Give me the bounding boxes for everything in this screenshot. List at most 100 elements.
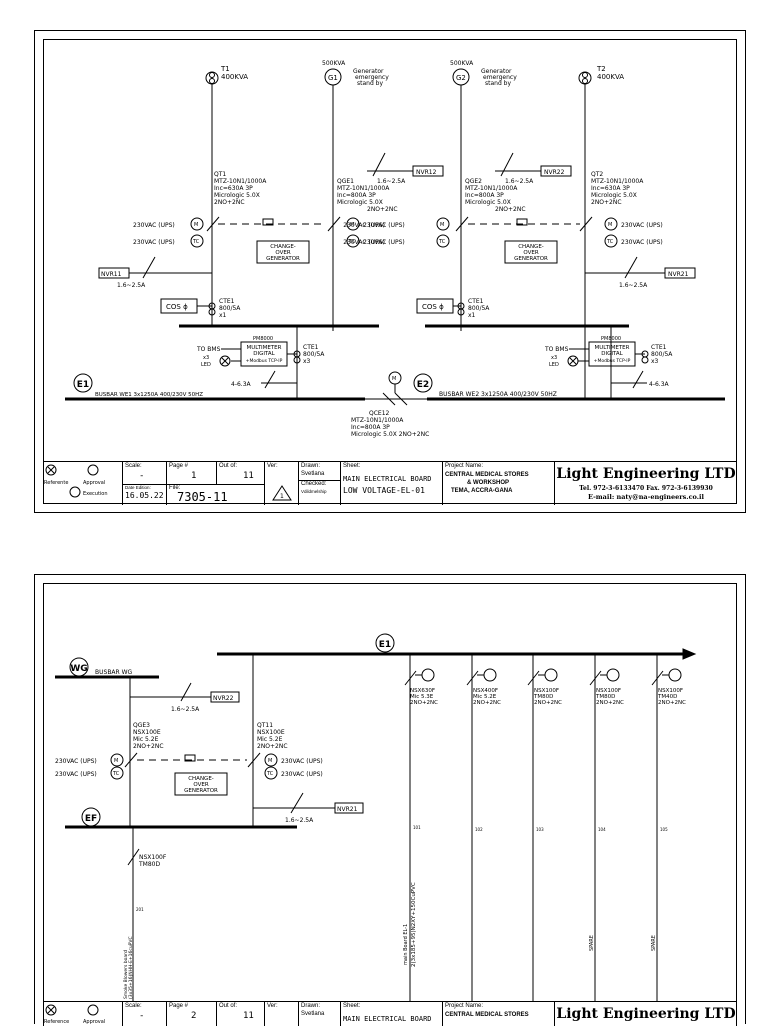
drawn-value: Svetlana xyxy=(301,471,325,477)
m2-label-1: M xyxy=(114,758,118,764)
ups2-label-2: 230VAC (UPS) xyxy=(55,771,97,778)
qt1-line-2: MTZ-10N1/1000A xyxy=(214,178,267,185)
drawing-frame-2 xyxy=(43,583,737,1026)
feeder-1-line-2: Mic 5.3E xyxy=(410,694,434,700)
nvr12-range: 1.6~2.5A xyxy=(377,178,406,185)
scale-label-2: Scale: xyxy=(125,1003,142,1009)
ups2-label-3: 230VAC (UPS) xyxy=(281,758,323,765)
feeder-3-number: 103 xyxy=(536,827,544,832)
ef-feeder-number: 201 xyxy=(136,907,144,912)
project-line-1: CENTRAL MEDICAL STORES xyxy=(445,472,529,478)
cte-x3-right-1: CTE1 xyxy=(651,344,667,351)
g2-desc-1: Generator xyxy=(481,68,512,75)
ups-label-5: 230VAC (UPS) xyxy=(343,222,385,229)
outof-label: Out of: xyxy=(219,463,238,469)
ef-feeder-line-1: NSX100F xyxy=(139,854,167,861)
single-line-diagram-2: E1 WG BUSBAR WG EF NVR22 1.6~2.5A NVR21 … xyxy=(55,633,697,1001)
company-name: Light Engineering LTD xyxy=(556,466,736,482)
cte1-right-1: CTE1 xyxy=(468,298,484,305)
e2-label: E2 xyxy=(417,380,429,390)
ups-label-4: 230VAC (UPS) xyxy=(363,239,405,246)
g1-desc-2: emergency xyxy=(355,74,389,81)
file-label: File: xyxy=(169,485,181,491)
qge2-line-3: Inc=800A 3P xyxy=(465,192,504,199)
project-line-3: TEMA, ACCRA-GANA xyxy=(451,488,513,494)
qt11-line-1: QT11 xyxy=(257,722,273,729)
qce12-m-label: M xyxy=(392,376,396,382)
m2-label-2: M xyxy=(268,758,272,764)
qge2-line-4: Micrologic 5.0X xyxy=(465,199,511,206)
qge2-line-2: MTZ-10N1/1000A xyxy=(465,185,518,192)
ups-label-3: 230VAC (UPS) xyxy=(363,222,405,229)
feeder-4-line-2: TM80D xyxy=(595,694,615,700)
busbar-wg-label: BUSBAR WG xyxy=(95,669,133,676)
date-label: Date Edition: xyxy=(125,485,151,490)
led-right-2: LED xyxy=(549,362,559,368)
qce12-line-3: Inc=800A 3P xyxy=(351,424,390,431)
qt1-line-3: Inc=630A 3P xyxy=(214,185,253,192)
scale-cell-2: Scale: - xyxy=(123,1002,167,1026)
qce12-line-1: QCE12 xyxy=(369,410,390,417)
qce12-line-2: MTZ-10N1/1000A xyxy=(351,417,404,424)
qt11-line-2: NSX100E xyxy=(257,729,285,736)
changeover-2-line-3: GENERATOR xyxy=(514,256,548,262)
feeder-2-line-1: NSX400F xyxy=(473,688,498,694)
feeder-2-number: 102 xyxy=(475,827,483,832)
company-email: E-mail: naty@na-engineers.co.il xyxy=(588,493,704,501)
feeder-3-line-3: 2NO+2NC xyxy=(534,700,562,706)
version-cell: Ver: 1 xyxy=(265,462,299,505)
drawn-value-2: Svetlana xyxy=(301,1011,325,1017)
qt2-line-4: Micrologic 5.0X xyxy=(591,192,637,199)
m-circle-label-3: M xyxy=(440,222,444,228)
tc-circle-label-2: TC xyxy=(348,239,356,245)
qge1-line-4: Micrologic 5.0X xyxy=(337,199,383,206)
scale-cell: Scale: - Date Edition: 16.05.22 xyxy=(123,462,167,505)
page-cell-2: Page # 2 Out of: 11 xyxy=(167,1002,265,1026)
cte1-left-1: CTE1 xyxy=(219,298,235,305)
qge3-line-4: 2NO+2NC xyxy=(133,743,164,750)
page-value-2: 2 xyxy=(191,1011,197,1021)
outof-value: 11 xyxy=(243,471,254,481)
pm-label-1: PM8000 xyxy=(253,336,273,342)
feeder-1-cable: 2(3x185+95)N2XY+150CuPVC xyxy=(411,882,417,967)
g2-desc-2: emergency xyxy=(483,74,517,81)
led-right-1: x3 xyxy=(551,355,557,361)
g2-desc-3: stand by xyxy=(485,80,511,87)
ver-label: Ver: xyxy=(267,463,278,469)
cte-x3-left-3: x3 xyxy=(303,358,311,365)
feeder-5-line-1: NSX100F xyxy=(658,688,683,694)
changeover-1-line-2: OVER xyxy=(275,250,290,256)
feeder-2-line-2: Mic 5.2E xyxy=(473,694,497,700)
nvr21-range-2: 1.6~2.5A xyxy=(285,817,314,824)
cte-x3-left-2: 800/5A xyxy=(303,351,325,358)
feeder-5-line-2: TM40D xyxy=(657,694,677,700)
drawn-cell-2: Drawn: Svetlana xyxy=(299,1002,341,1026)
ef-cable-spec: (3x35+16)NHH-E+16cuPVC xyxy=(128,936,134,999)
t1-kva: 400KVA xyxy=(221,73,248,81)
project-cell: Project Name: CENTRAL MEDICAL STORES & W… xyxy=(443,462,555,505)
mm-left-1: MULTIMETER xyxy=(247,345,282,351)
sheet-line-2: LOW VOLTAGE-EL-01 xyxy=(343,486,425,495)
nvr22-range: 1.6~2.5A xyxy=(505,178,534,185)
scale-label: Scale: xyxy=(125,463,142,469)
project-label: Project Name: xyxy=(445,463,484,469)
qt1-line-1: QT1 xyxy=(214,171,226,178)
pm-label-2: PM8000 xyxy=(601,336,621,342)
drawn-label: Drawn: xyxy=(301,463,321,469)
nvr21-label: NVR21 xyxy=(668,271,689,278)
mm-left-2: DIGITAL xyxy=(253,351,275,357)
company-contact: Tel. 972-3-6133470 Fax. 972-3-6139930 xyxy=(579,485,713,492)
sheet-line-1-2: MAIN ELECTRICAL BOARD xyxy=(343,1015,432,1023)
qt1-line-4: Micrologic 5.0X xyxy=(214,192,260,199)
ver-value: 1 xyxy=(280,493,284,500)
mm-left-3: +Modbus TCP-IP xyxy=(246,358,283,364)
scale-value: - xyxy=(139,471,145,481)
project-label-2: Project Name: xyxy=(445,1003,484,1009)
ef-cable-label: Smoke Blowers board xyxy=(123,950,129,999)
qt1-line-5: 2NO+2NC xyxy=(214,199,245,206)
feeder-1-line-3: 2NO+2NC xyxy=(410,700,438,706)
tc-circle-label-1: TC xyxy=(192,239,200,245)
led-left-1: x3 xyxy=(203,355,209,361)
changeover-3-line-1: CHANGE- xyxy=(188,776,214,782)
qge1-line-2: MTZ-10N1/1000A xyxy=(337,185,390,192)
